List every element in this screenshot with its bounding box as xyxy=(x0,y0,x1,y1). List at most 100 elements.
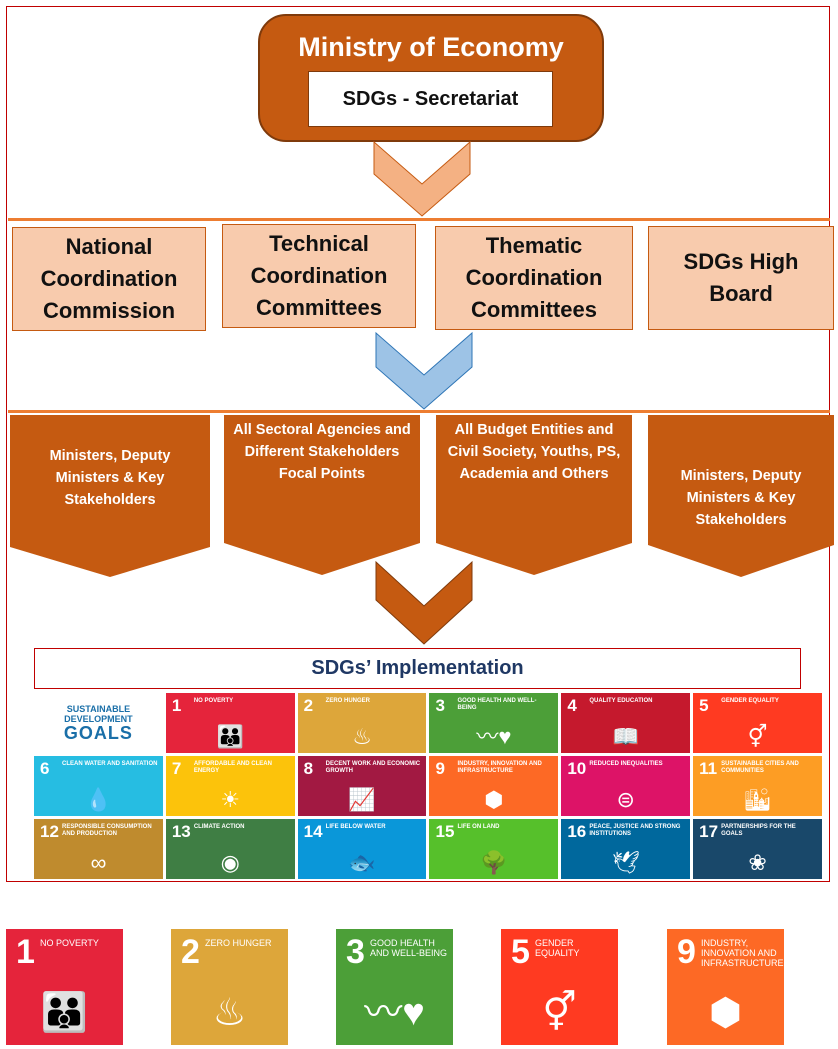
chevron-down-icon xyxy=(375,331,473,410)
sdg-goal-tile: 4 Quality Education 📖 xyxy=(561,693,691,753)
goal-number: 15 xyxy=(435,822,455,841)
water-icon: 💧 xyxy=(84,787,113,812)
infinity-icon: ∞ xyxy=(90,850,107,875)
goal-label: Sustainable Cities and Communities xyxy=(721,761,799,774)
chevron-down-icon xyxy=(375,560,473,645)
city-icon: 🏙 xyxy=(743,787,772,812)
goal-number: 16 xyxy=(567,822,587,841)
chevron-down-icon xyxy=(373,140,471,217)
goal-number: 3 xyxy=(346,933,365,971)
goal-label: Clean Water and Sanitation xyxy=(62,761,158,767)
sdg-goal-tile: 16Peace, Justice and Strong Institutions… xyxy=(561,819,691,879)
goal-number: 7 xyxy=(171,759,182,778)
goal-number: 9 xyxy=(435,759,445,778)
sdg-goal-tile: 3 Good Health and Well-Being 〰♥ xyxy=(429,693,559,753)
goal-number: 5 xyxy=(699,696,709,715)
goal-number: 2 xyxy=(303,696,314,715)
goal-label: Good Health and Well-Being xyxy=(370,938,448,958)
goal-label: Industry, Innovation and Infrastructure xyxy=(457,761,542,774)
sdg-goal-tile: 14Life Below Water 🐟 xyxy=(297,819,427,879)
goal-number: 14 xyxy=(303,822,323,841)
bowl-icon: ♨ xyxy=(212,992,247,1034)
goal-number: 8 xyxy=(303,759,314,778)
goal-label: Decent Work and Economic Growth xyxy=(325,761,421,774)
goal-number: 13 xyxy=(171,822,191,841)
goal-number: 5 xyxy=(511,933,530,971)
goal-number: 1 xyxy=(171,696,182,715)
eye-globe-icon: ◉ xyxy=(220,850,240,875)
goal-number: 12 xyxy=(40,822,59,841)
sdg-goal-tile: 17Partnerships for the Goals ❀ xyxy=(693,819,822,879)
goal-number: 3 xyxy=(435,696,445,715)
sdg-goal-tile: 6Clean Water and Sanitation💧 xyxy=(34,756,163,816)
sun-icon: ☀ xyxy=(220,787,241,812)
sdg-goals-grid: SUSTAINABLE DEVELOPMENT GOALS 1 No Povert… xyxy=(34,693,822,879)
sdg-goal-tile: 7Affordable and Clean Energy☀ xyxy=(165,756,295,816)
sdg-logo: SUSTAINABLE DEVELOPMENT GOALS xyxy=(34,693,163,753)
goal-label: Zero Hunger xyxy=(325,698,370,704)
rings-icon: ❀ xyxy=(748,850,767,875)
people-icon: 👪 xyxy=(216,724,244,749)
thematic-coordination-box: Thematic Coordination Committees xyxy=(435,226,633,330)
cubes-icon: ⬢ xyxy=(484,787,504,812)
gender-icon: ⚥ xyxy=(747,724,768,749)
sdg-goal-tile: 11Sustainable Cities and Communities 🏙 xyxy=(693,756,822,816)
goal-label: Gender Equality xyxy=(721,698,779,704)
technical-coordination-box: Technical Coordination Committees xyxy=(222,224,416,328)
sdg-goal-tile: 9 Industry, Innovation and Infrastructure… xyxy=(429,756,559,816)
gender-icon: ⚥ xyxy=(542,992,577,1034)
goal-label: Industry, Innovation and Infrastructure xyxy=(701,938,784,968)
cubes-icon: ⬢ xyxy=(708,992,743,1034)
stakeholder-banner-ministers-2: Ministers, Deputy Ministers & Key Stakeh… xyxy=(648,415,834,577)
ministry-box: Ministry of Economy SDGs - Secretariat xyxy=(258,14,604,142)
dove-icon: 🕊 xyxy=(611,850,640,875)
sdg-goal-tile: 1 No Poverty 👪 xyxy=(165,693,295,753)
goal-label: No Poverty xyxy=(40,938,99,948)
stakeholder-banner-sectoral-agencies: All Sectoral Agencies and Different Stak… xyxy=(224,415,420,577)
goal-number: 2 xyxy=(181,933,200,971)
goal-number: 17 xyxy=(699,822,719,841)
stakeholder-banner-ministers-1: Ministers, Deputy Ministers & Key Stakeh… xyxy=(10,415,210,577)
featured-goal-tile: 1No Poverty👪 xyxy=(6,929,123,1045)
goal-label: Partnerships for the Goals xyxy=(721,824,796,837)
goal-number: 9 xyxy=(677,933,696,971)
goal-label: Good Health and Well-Being xyxy=(457,698,537,711)
goal-number: 1 xyxy=(16,933,35,971)
heartbeat-icon: 〰♥ xyxy=(476,724,512,749)
goal-label: Gender Equality xyxy=(535,938,580,958)
featured-goal-tile: 5Gender Equality ⚥ xyxy=(501,929,618,1045)
goal-number: 11 xyxy=(699,759,718,778)
sdg-goal-tile: 2 Zero Hunger ♨ xyxy=(297,693,427,753)
divider-line xyxy=(8,218,830,221)
goal-label: Zero Hunger xyxy=(205,938,272,948)
goal-label: Reduced Inequalities xyxy=(589,761,663,767)
national-coordination-box: National Coordination Commission xyxy=(12,227,206,331)
book-icon: 📖 xyxy=(612,724,640,749)
bowl-icon: ♨ xyxy=(352,724,372,749)
goal-label: No Poverty xyxy=(193,698,234,704)
goal-label: Peace, Justice and Strong Institutions xyxy=(589,824,681,837)
tree-icon: 🌳 xyxy=(480,850,508,875)
fish-icon: 🐟 xyxy=(348,850,376,875)
sdg-goal-tile: 10Reduced Inequalities⊜ xyxy=(561,756,691,816)
sdgs-high-board-box: SDGs High Board xyxy=(648,226,834,330)
featured-goal-tile: 3Good Health and Well-Being 〰♥ xyxy=(336,929,453,1045)
secretariat-box: SDGs - Secretariat xyxy=(308,71,553,127)
goal-label: Quality Education xyxy=(589,698,653,704)
growth-icon: 📈 xyxy=(348,787,376,812)
ministry-title: Ministry of Economy xyxy=(298,32,564,62)
goal-label: Life Below Water xyxy=(325,824,386,830)
goal-label: Life on Land xyxy=(457,824,500,830)
goal-number: 10 xyxy=(567,759,587,778)
goal-label: Climate Action xyxy=(193,824,245,830)
heartbeat-icon: 〰♥ xyxy=(364,992,425,1034)
sdg-goal-tile: 5 Gender Equality ⚥ xyxy=(693,693,822,753)
sdg-goal-tile: 15Life on Land 🌳 xyxy=(429,819,559,879)
implementation-title: SDGs’ Implementation xyxy=(34,648,801,689)
goal-label: Responsible Consumption and Production xyxy=(62,824,152,837)
featured-goal-tile: 9Industry, Innovation and Infrastructure… xyxy=(667,929,784,1045)
stakeholder-banner-budget-entities: All Budget Entities and Civil Society, Y… xyxy=(436,415,632,577)
goal-number: 4 xyxy=(567,696,577,715)
sdg-goal-tile: 12Responsible Consumption and Production… xyxy=(34,819,163,879)
sdg-goal-tile: 8 Decent Work and Economic Growth 📈 xyxy=(297,756,427,816)
